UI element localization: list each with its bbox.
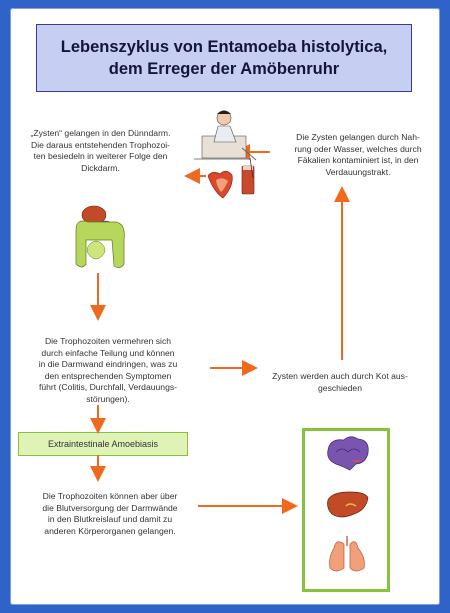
text-line: „Zysten“ gelangen in den Dünndarm. bbox=[30, 128, 171, 138]
step-vermehrung: Die Trophozoiten vermehren sich durch ei… bbox=[22, 336, 194, 405]
text-line: ten besiedeln in weiterer Folge den bbox=[33, 151, 168, 161]
text-line: rung oder Wasser, welches durch bbox=[294, 143, 422, 154]
step-kot: Zysten werden auch durch Kot aus- geschi… bbox=[265, 371, 415, 394]
person-eating-icon bbox=[194, 110, 257, 161]
title-box: Lebenszyklus von Entamoeba histolytica, … bbox=[36, 24, 412, 92]
text-line: Zysten werden auch durch Kot aus- bbox=[272, 371, 408, 381]
step-nahrung: Die Zysten gelangen durch Nah- rung oder… bbox=[283, 132, 433, 178]
text-line: Fäkalien kontaminiert ist, in den bbox=[297, 155, 419, 165]
text-line: Die Trophozoiten vermehren sich bbox=[44, 336, 172, 346]
title-line-2: dem Erreger der Amöbenruhr bbox=[108, 60, 340, 78]
text-line: Die Trophozoiten können aber über bbox=[42, 491, 178, 501]
text-line: Die Zysten gelangen durch Nah- bbox=[296, 132, 420, 142]
text-line: den entsprechenden Symptomen bbox=[44, 370, 172, 381]
lungs-icon bbox=[329, 536, 365, 572]
step-zysten-duenndarm: „Zysten“ gelangen in den Dünndarm. Die d… bbox=[18, 128, 183, 174]
title-line-1: Lebenszyklus von Entamoeba histolytica, bbox=[60, 38, 388, 56]
step-blutversorgung: Die Trophozoiten können aber über die Bl… bbox=[20, 491, 200, 537]
text-line: in die Darmwand eindringen, was zu bbox=[38, 359, 178, 369]
text-line: die Blutversorgung der Darmwände bbox=[42, 502, 178, 513]
text-line: anderen Körperorganen gelangen. bbox=[44, 525, 176, 536]
text-line: Verdauungstrakt. bbox=[325, 166, 391, 177]
text-line: störungen). bbox=[86, 393, 130, 404]
text-line: führt (Colitis, Durchfall, Verdauungs- bbox=[38, 382, 178, 392]
diagram-page: Lebenszyklus von Entamoeba histolytica, … bbox=[10, 8, 440, 605]
drink-glass-icon bbox=[241, 157, 255, 195]
liver-icon bbox=[327, 491, 369, 518]
text-line: in den Blutkreislauf und damit zu bbox=[47, 514, 173, 524]
diagram-graphics bbox=[75, 110, 369, 572]
intestine-icon bbox=[75, 205, 125, 268]
text-line: geschieden bbox=[318, 382, 362, 393]
text-line: Die daraus entstehenden Tropho­zoi- bbox=[30, 139, 171, 150]
food-plate-icon bbox=[207, 170, 233, 199]
text-line: durch einfache Teilung und können bbox=[41, 347, 175, 358]
text-line: Dickdarm. bbox=[81, 162, 120, 173]
brain-icon bbox=[327, 436, 369, 471]
